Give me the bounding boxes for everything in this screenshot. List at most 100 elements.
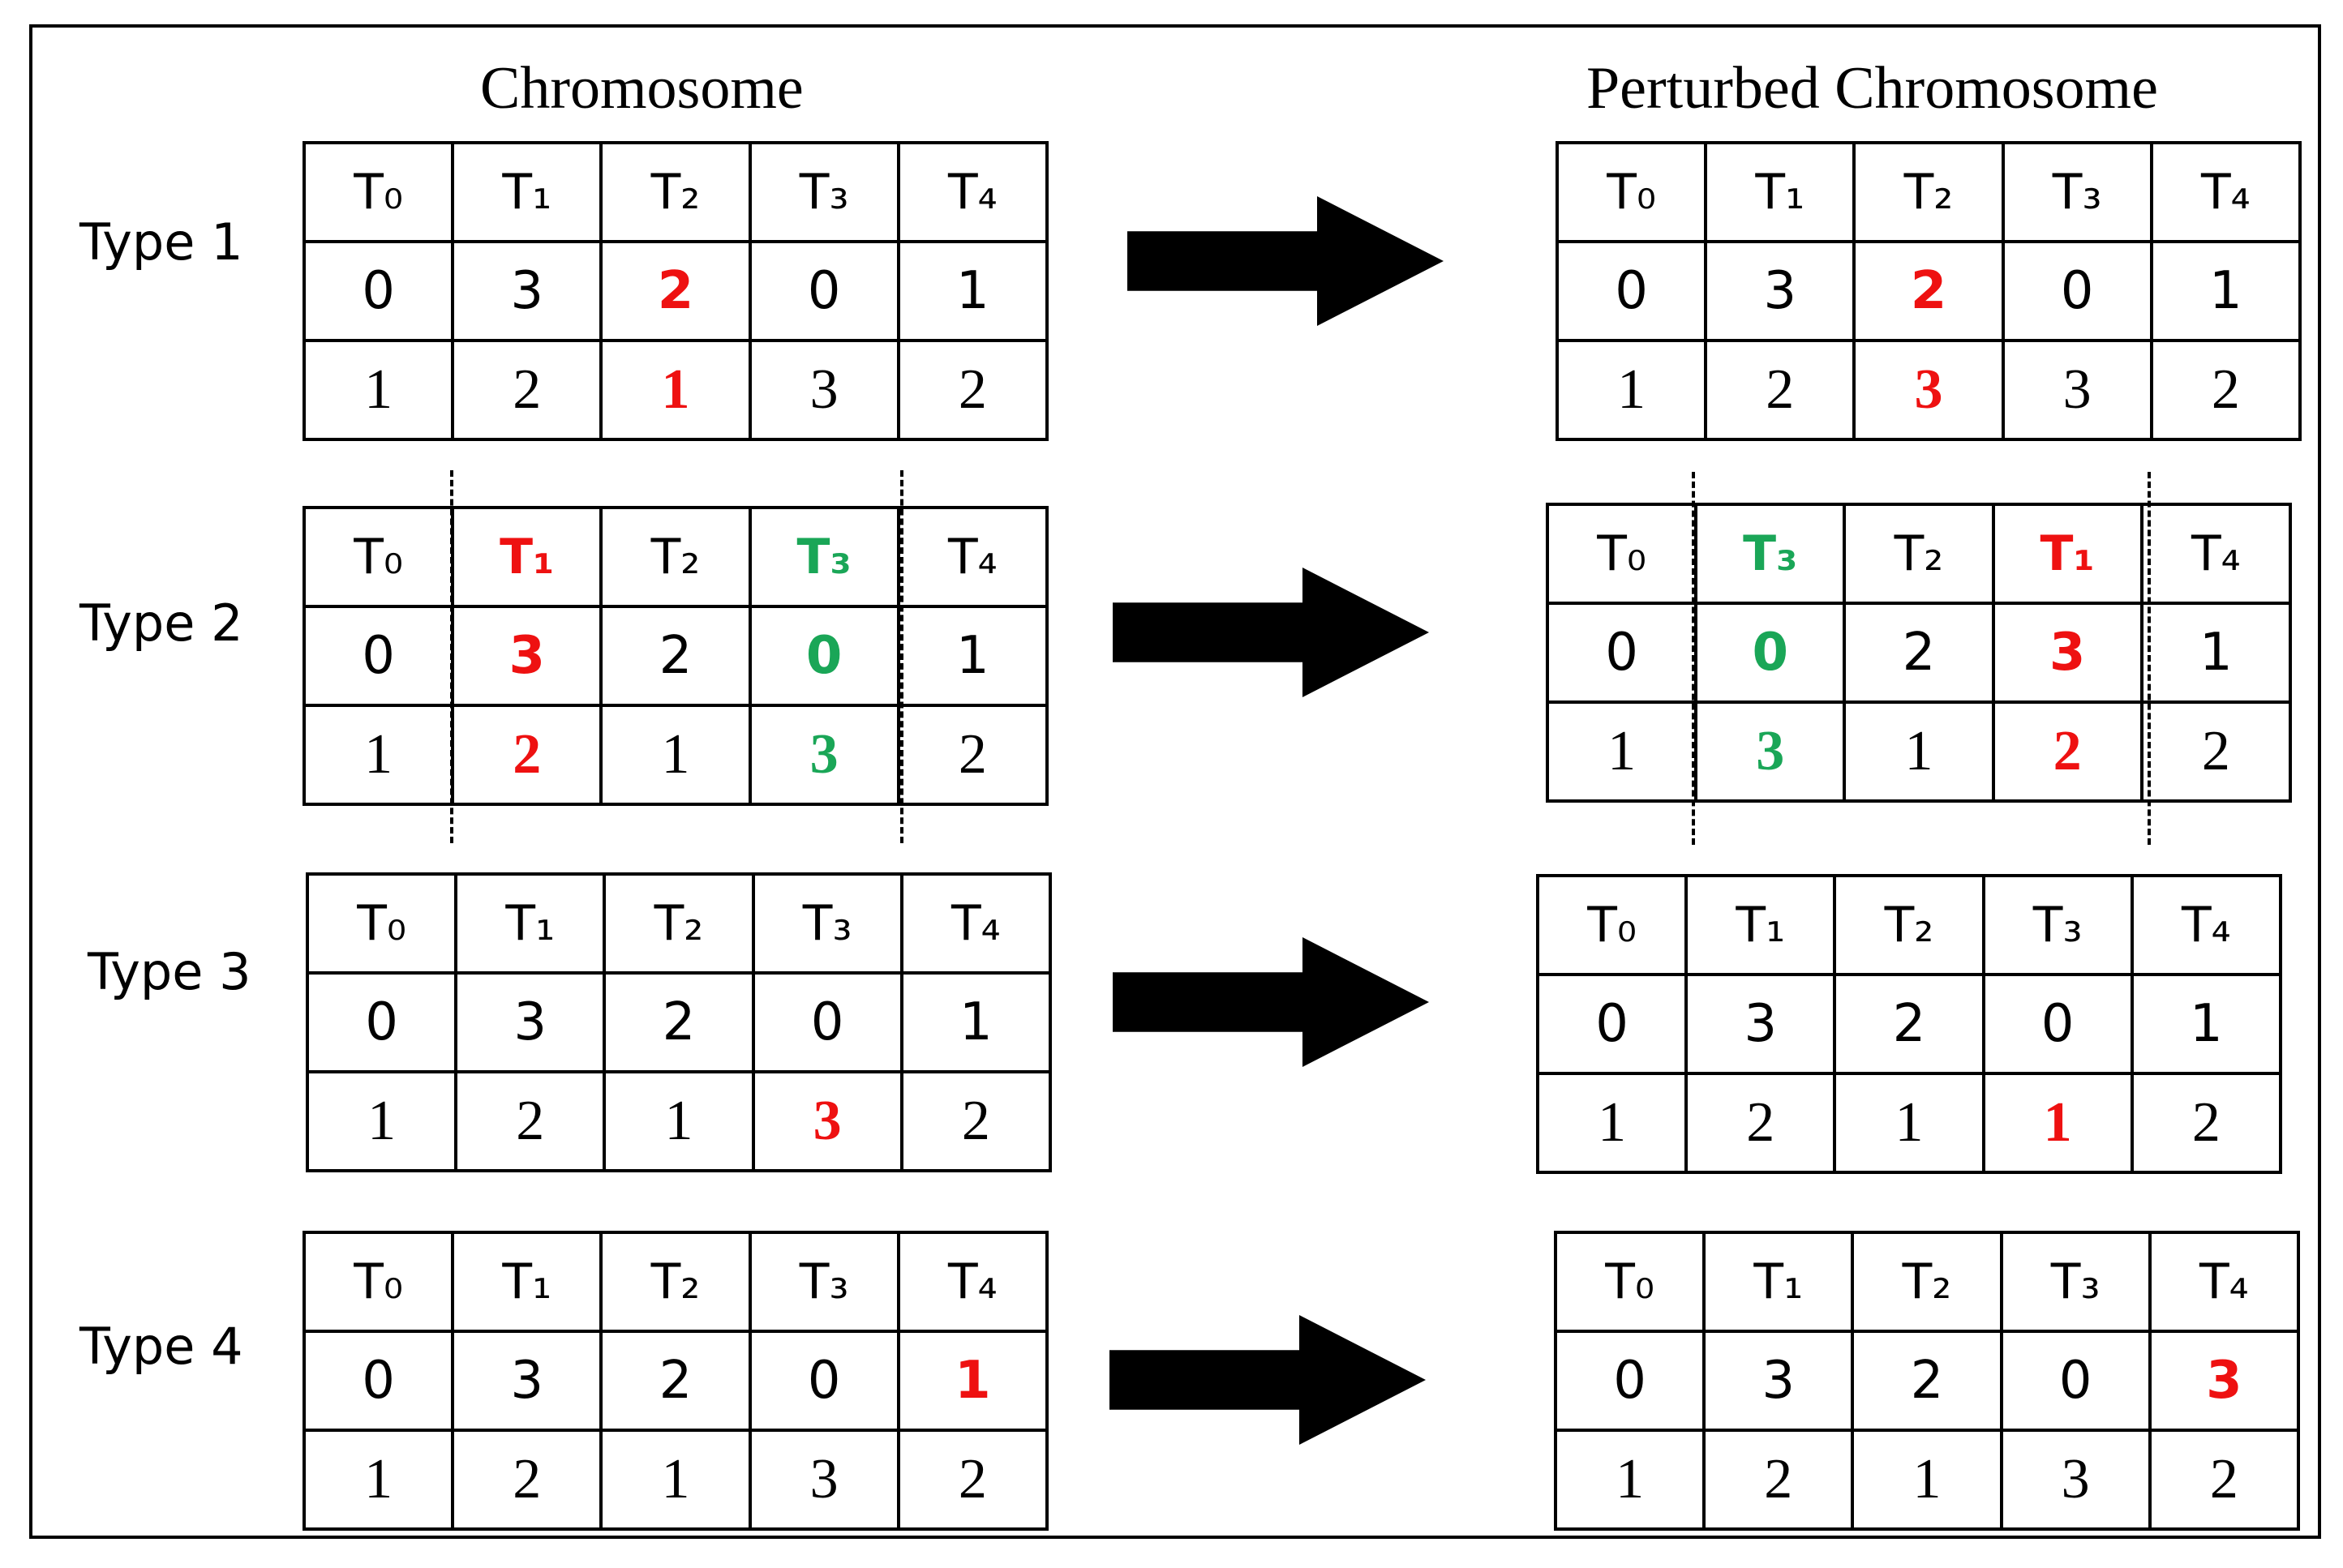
task-header-cell: T₁: [454, 872, 607, 975]
gene-cell: 2: [451, 1429, 603, 1531]
gene-cell: 2: [1991, 700, 2143, 803]
gene-cell: 3: [748, 339, 900, 441]
perturbed-chromosome-heading: Perturbed Chromosome: [1586, 55, 2158, 122]
gene-cell: 3: [751, 1070, 903, 1172]
gene-cell: 2: [896, 704, 1049, 806]
gene-cell: 2: [1851, 1330, 2003, 1432]
right-arrow-icon: [1109, 1315, 1426, 1445]
gene-cell: 1: [896, 605, 1049, 707]
gene-cell: 1: [1833, 1072, 1985, 1174]
gene-cell: 2: [1833, 973, 1985, 1075]
task-header-cell: T₃: [748, 506, 900, 608]
gene-cell: 1: [1553, 1429, 1706, 1531]
gene-cell: 2: [899, 1070, 1053, 1172]
gene-cell: 3: [451, 1330, 603, 1432]
task-header-cell: T₂: [1843, 503, 1995, 605]
task-header-cell: T₁: [451, 1231, 603, 1333]
gene-cell: 2: [1843, 602, 1995, 704]
gene-cell: 3: [1704, 240, 1856, 342]
gene-cell: 1: [896, 1330, 1049, 1432]
gene-cell: 0: [302, 1330, 455, 1432]
task-header-cell: T₄: [2130, 874, 2283, 976]
gene-cell: 3: [451, 240, 603, 342]
swap-boundary-dashed-line: [450, 470, 453, 843]
task-header-cell: T₀: [305, 872, 458, 975]
task-header-cell: T₀: [1535, 874, 1689, 976]
gene-cell: 2: [1704, 339, 1856, 441]
task-header-cell: T₃: [1694, 503, 1847, 605]
task-header-cell: T₂: [1852, 141, 2005, 243]
gene-cell: 3: [1999, 1429, 2152, 1531]
task-header-cell: T₁: [1704, 141, 1856, 243]
gene-cell: 0: [2001, 240, 2153, 342]
gene-cell: 1: [899, 971, 1053, 1073]
task-header-cell: T₀: [1545, 503, 1698, 605]
gene-cell: 0: [1553, 1330, 1706, 1432]
gene-cell: 2: [896, 1429, 1049, 1531]
type-label: Type 2: [79, 593, 243, 653]
gene-cell: 2: [451, 339, 603, 441]
gene-cell: 1: [2139, 602, 2293, 704]
gene-cell: 1: [599, 704, 752, 806]
gene-cell: 3: [1852, 339, 2005, 441]
right-arrow-icon: [1113, 568, 1429, 697]
gene-cell: 2: [1702, 1429, 1855, 1531]
task-header-cell: T₃: [1981, 874, 2134, 976]
gene-cell: 0: [1999, 1330, 2152, 1432]
gene-cell: 2: [2139, 700, 2293, 803]
gene-cell: 1: [1535, 1072, 1689, 1174]
gene-cell: 1: [1555, 339, 1708, 441]
gene-cell: 0: [1555, 240, 1708, 342]
gene-cell: 2: [599, 1330, 752, 1432]
right-arrow-icon: [1113, 937, 1429, 1067]
swap-boundary-dashed-line: [1692, 472, 1695, 845]
type-label: Type 1: [79, 212, 243, 272]
gene-cell: 2: [2148, 1429, 2301, 1531]
gene-cell: 0: [1981, 973, 2134, 1075]
gene-cell: 2: [599, 605, 752, 707]
swap-boundary-dashed-line: [2148, 472, 2151, 845]
task-header-cell: T₁: [1702, 1231, 1855, 1333]
gene-cell: 0: [748, 1330, 900, 1432]
gene-cell: 2: [2130, 1072, 2283, 1174]
swap-boundary-dashed-line: [900, 470, 903, 843]
gene-cell: 1: [599, 1429, 752, 1531]
gene-cell: 1: [896, 240, 1049, 342]
task-header-cell: T₄: [899, 872, 1053, 975]
gene-cell: 1: [599, 339, 752, 441]
gene-cell: 1: [305, 1070, 458, 1172]
gene-cell: 3: [2001, 339, 2153, 441]
type-label: Type 4: [79, 1317, 243, 1376]
task-header-cell: T₁: [451, 506, 603, 608]
gene-cell: 3: [1694, 700, 1847, 803]
gene-cell: 1: [302, 704, 455, 806]
gene-cell: 1: [2130, 973, 2283, 1075]
task-header-cell: T₃: [1999, 1231, 2152, 1333]
task-header-cell: T₂: [599, 141, 752, 243]
task-header-cell: T₄: [896, 141, 1049, 243]
gene-cell: 0: [748, 605, 900, 707]
